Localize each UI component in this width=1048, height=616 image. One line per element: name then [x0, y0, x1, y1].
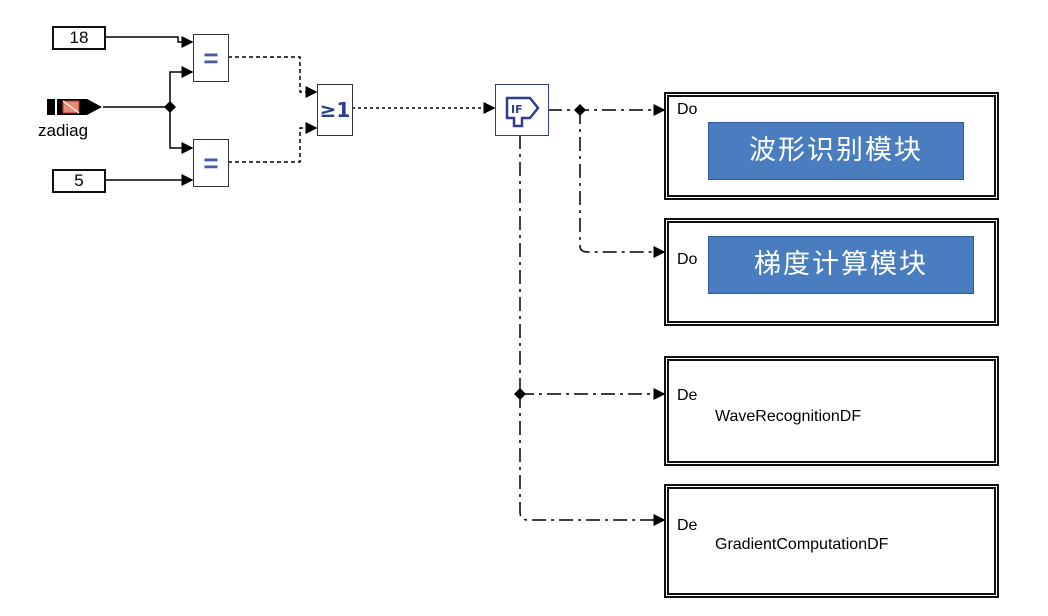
if-icon: IF: [505, 96, 540, 128]
wire-split-down: [169, 107, 194, 154]
df-label-wave: WaveRecognitionDF: [715, 408, 862, 425]
de-tag: De: [677, 517, 698, 534]
wire-if-to-de2: [519, 394, 666, 526]
const-18[interactable]: 18: [52, 26, 106, 50]
module-label-wave: 波形识别模块: [708, 122, 964, 180]
greater-equal-one-icon: ≥1: [319, 98, 351, 122]
wire-if-to-do2: [579, 110, 666, 258]
junction-input: [164, 101, 176, 113]
wire-eq1-to-or: [228, 56, 318, 98]
wire-eq2-to-or: [228, 122, 318, 163]
equal-icon: =: [203, 43, 219, 73]
de-block-wave-df[interactable]: De WaveRecognitionDF: [664, 356, 999, 466]
wire-18-to-eq: [106, 36, 194, 48]
junction-de: [514, 388, 526, 400]
junction-do: [574, 104, 586, 116]
const-5[interactable]: 5: [52, 169, 106, 193]
df-label-gradient: GradientComputationDF: [715, 536, 889, 553]
equal-icon: =: [203, 148, 219, 178]
source-label: zadiag: [38, 121, 89, 140]
svg-text:IF: IF: [511, 103, 523, 116]
do-tag: Do: [677, 101, 698, 118]
if-block[interactable]: IF: [495, 84, 549, 136]
do-tag: Do: [677, 251, 698, 268]
de-block-gradient-df[interactable]: De GradientComputationDF: [664, 484, 999, 598]
wire-split-up: [169, 66, 194, 107]
input-port-icon[interactable]: [46, 97, 104, 117]
compare-block-top[interactable]: =: [193, 34, 229, 82]
module-label-gradient: 梯度计算模块: [708, 236, 974, 294]
de-tag: De: [677, 387, 698, 404]
or-block[interactable]: ≥1: [317, 84, 353, 136]
compare-block-bottom[interactable]: =: [193, 139, 229, 187]
